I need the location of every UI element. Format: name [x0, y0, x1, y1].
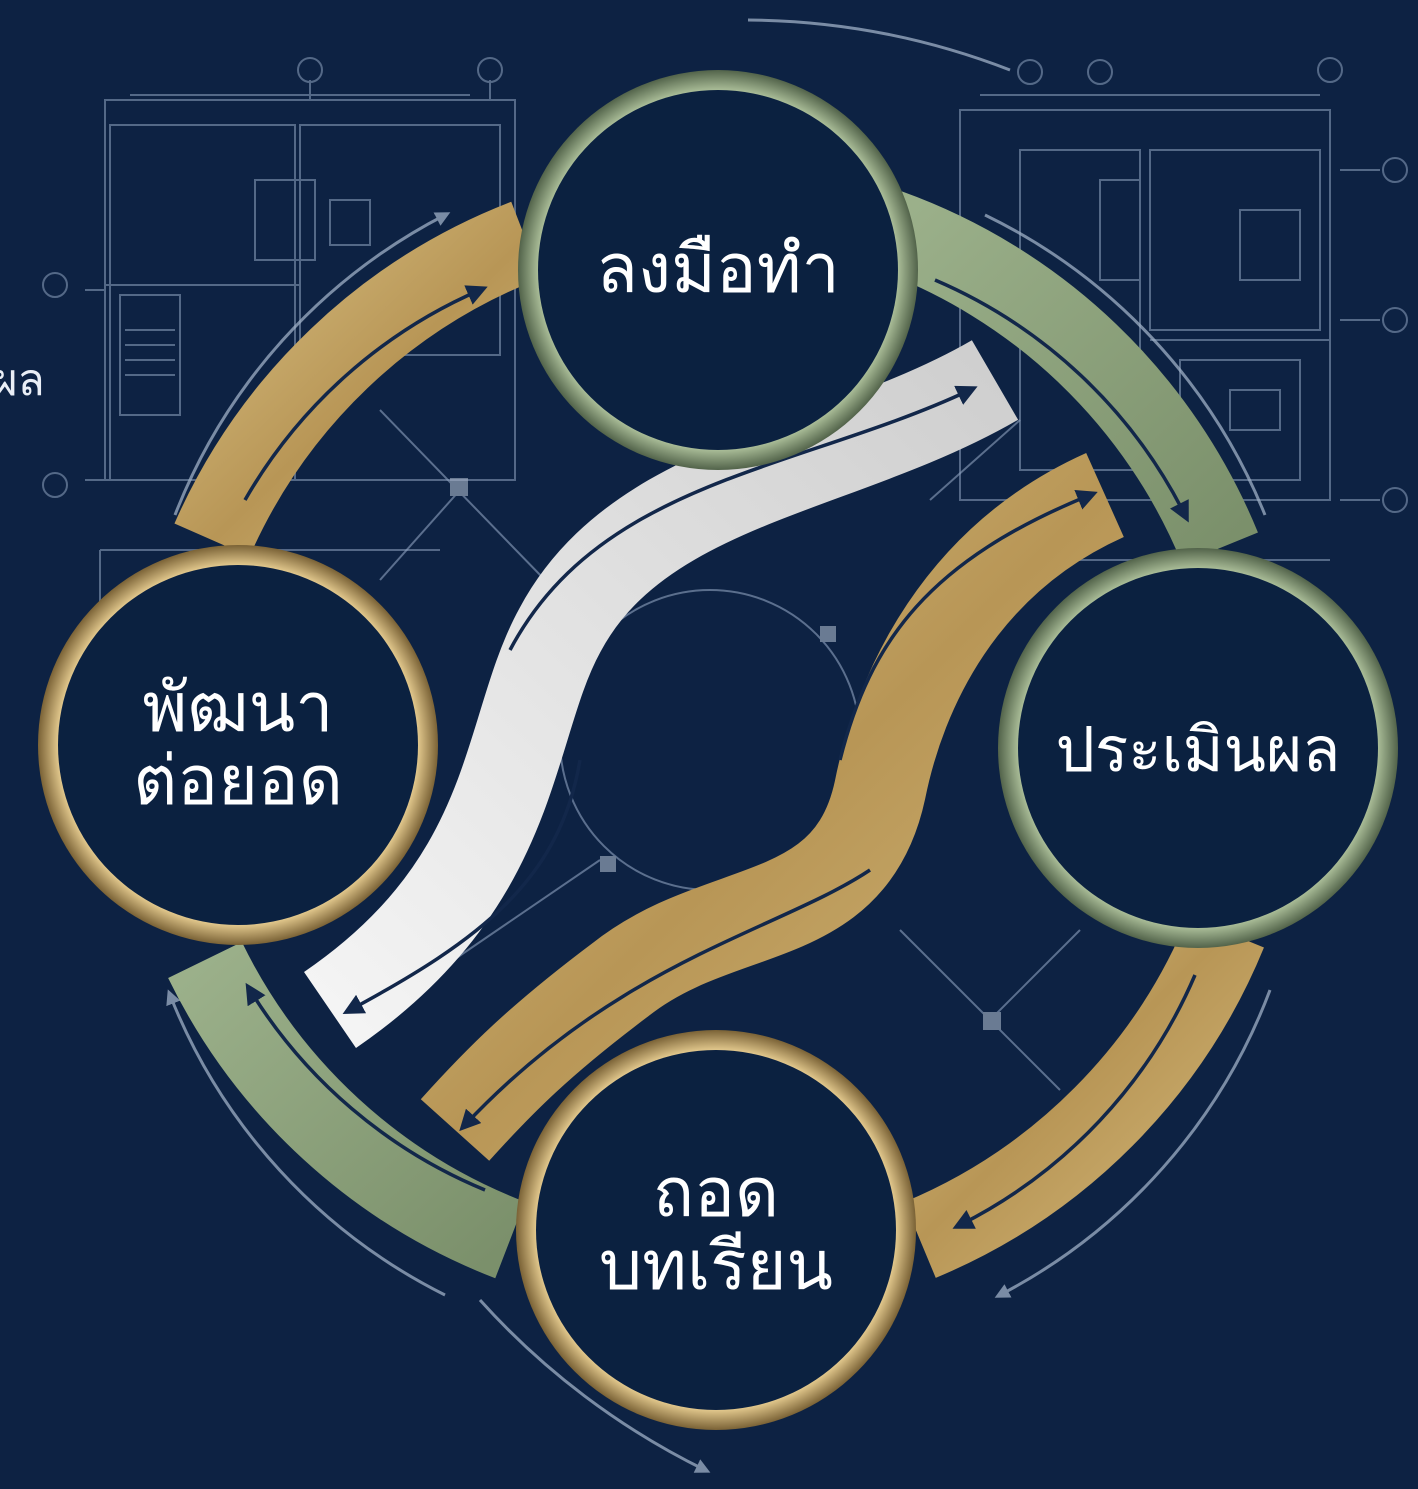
- node-evaluate: [998, 548, 1398, 948]
- stage-label-do-line-1: ลงมือทำ: [596, 230, 840, 310]
- stage-label-develop-line-2: ต่อยอด: [133, 742, 343, 821]
- band-top-right: [873, 191, 1258, 564]
- stage-label-lessons-line-1: ถอด: [652, 1153, 780, 1233]
- stage-label-lessons: ถอด บทเรียน: [538, 1135, 894, 1325]
- s-curves: [303, 340, 1125, 1161]
- stage-label-do: ลงมือทำ: [540, 195, 896, 345]
- node-do: [518, 70, 918, 470]
- white-s-curve: [303, 340, 1019, 1048]
- stage-label-develop: พัฒนา ต่อยอด: [60, 650, 416, 840]
- band-bottom-left: [168, 941, 526, 1279]
- band-top-left: [174, 201, 542, 557]
- flow-arrows: [243, 278, 1197, 1229]
- node-lessons: [516, 1030, 916, 1430]
- outer-guide-arcs: [166, 18, 1272, 1473]
- band-bottom-right: [903, 916, 1264, 1278]
- stage-label-evaluate: ประเมินผล: [1025, 675, 1371, 825]
- node-circles: [38, 70, 1398, 1430]
- stage-label-develop-line-1: พัฒนา: [142, 668, 334, 748]
- gold-s-curve: [420, 453, 1125, 1161]
- stage-label-evaluate-line-1: ประเมินผล: [1055, 712, 1341, 786]
- stage-label-lessons-line-2: บทเรียน: [598, 1227, 834, 1306]
- node-develop: [38, 545, 438, 945]
- cropped-edge-text: ผล: [0, 355, 45, 406]
